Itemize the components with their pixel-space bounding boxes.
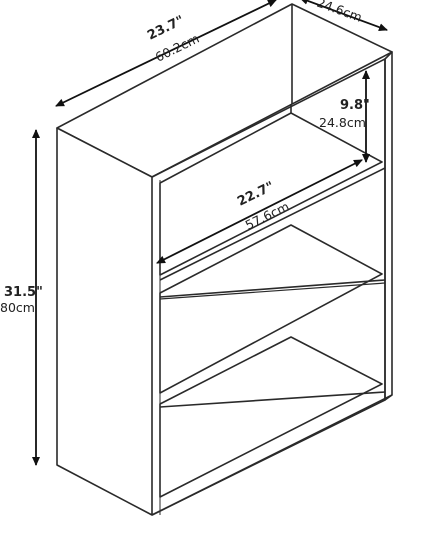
shelf-gap-metric-label: 24.8cm	[319, 115, 366, 130]
bookcase-left-side	[56, 127, 153, 516]
height-imperial-label: 31.5"	[4, 285, 43, 300]
shelf-bottom	[159, 336, 383, 498]
shelf-middle-front-edge	[159, 279, 386, 298]
bookcase-right-side-front	[384, 51, 393, 401]
bookcase-bottom-edge	[151, 394, 393, 516]
width-dimension-arrow	[55, 0, 277, 107]
depth-dimension-arrow	[299, 0, 388, 31]
inner-width-dimension-arrow	[156, 159, 363, 264]
shelf-gap-imperial-label: 9.8"	[340, 98, 370, 113]
dimension-lines	[32, 0, 388, 466]
shelf-bottom-front-edge	[159, 391, 386, 408]
shelf-middle-front-lower	[159, 282, 386, 300]
height-metric-label: 80cm	[0, 300, 35, 315]
